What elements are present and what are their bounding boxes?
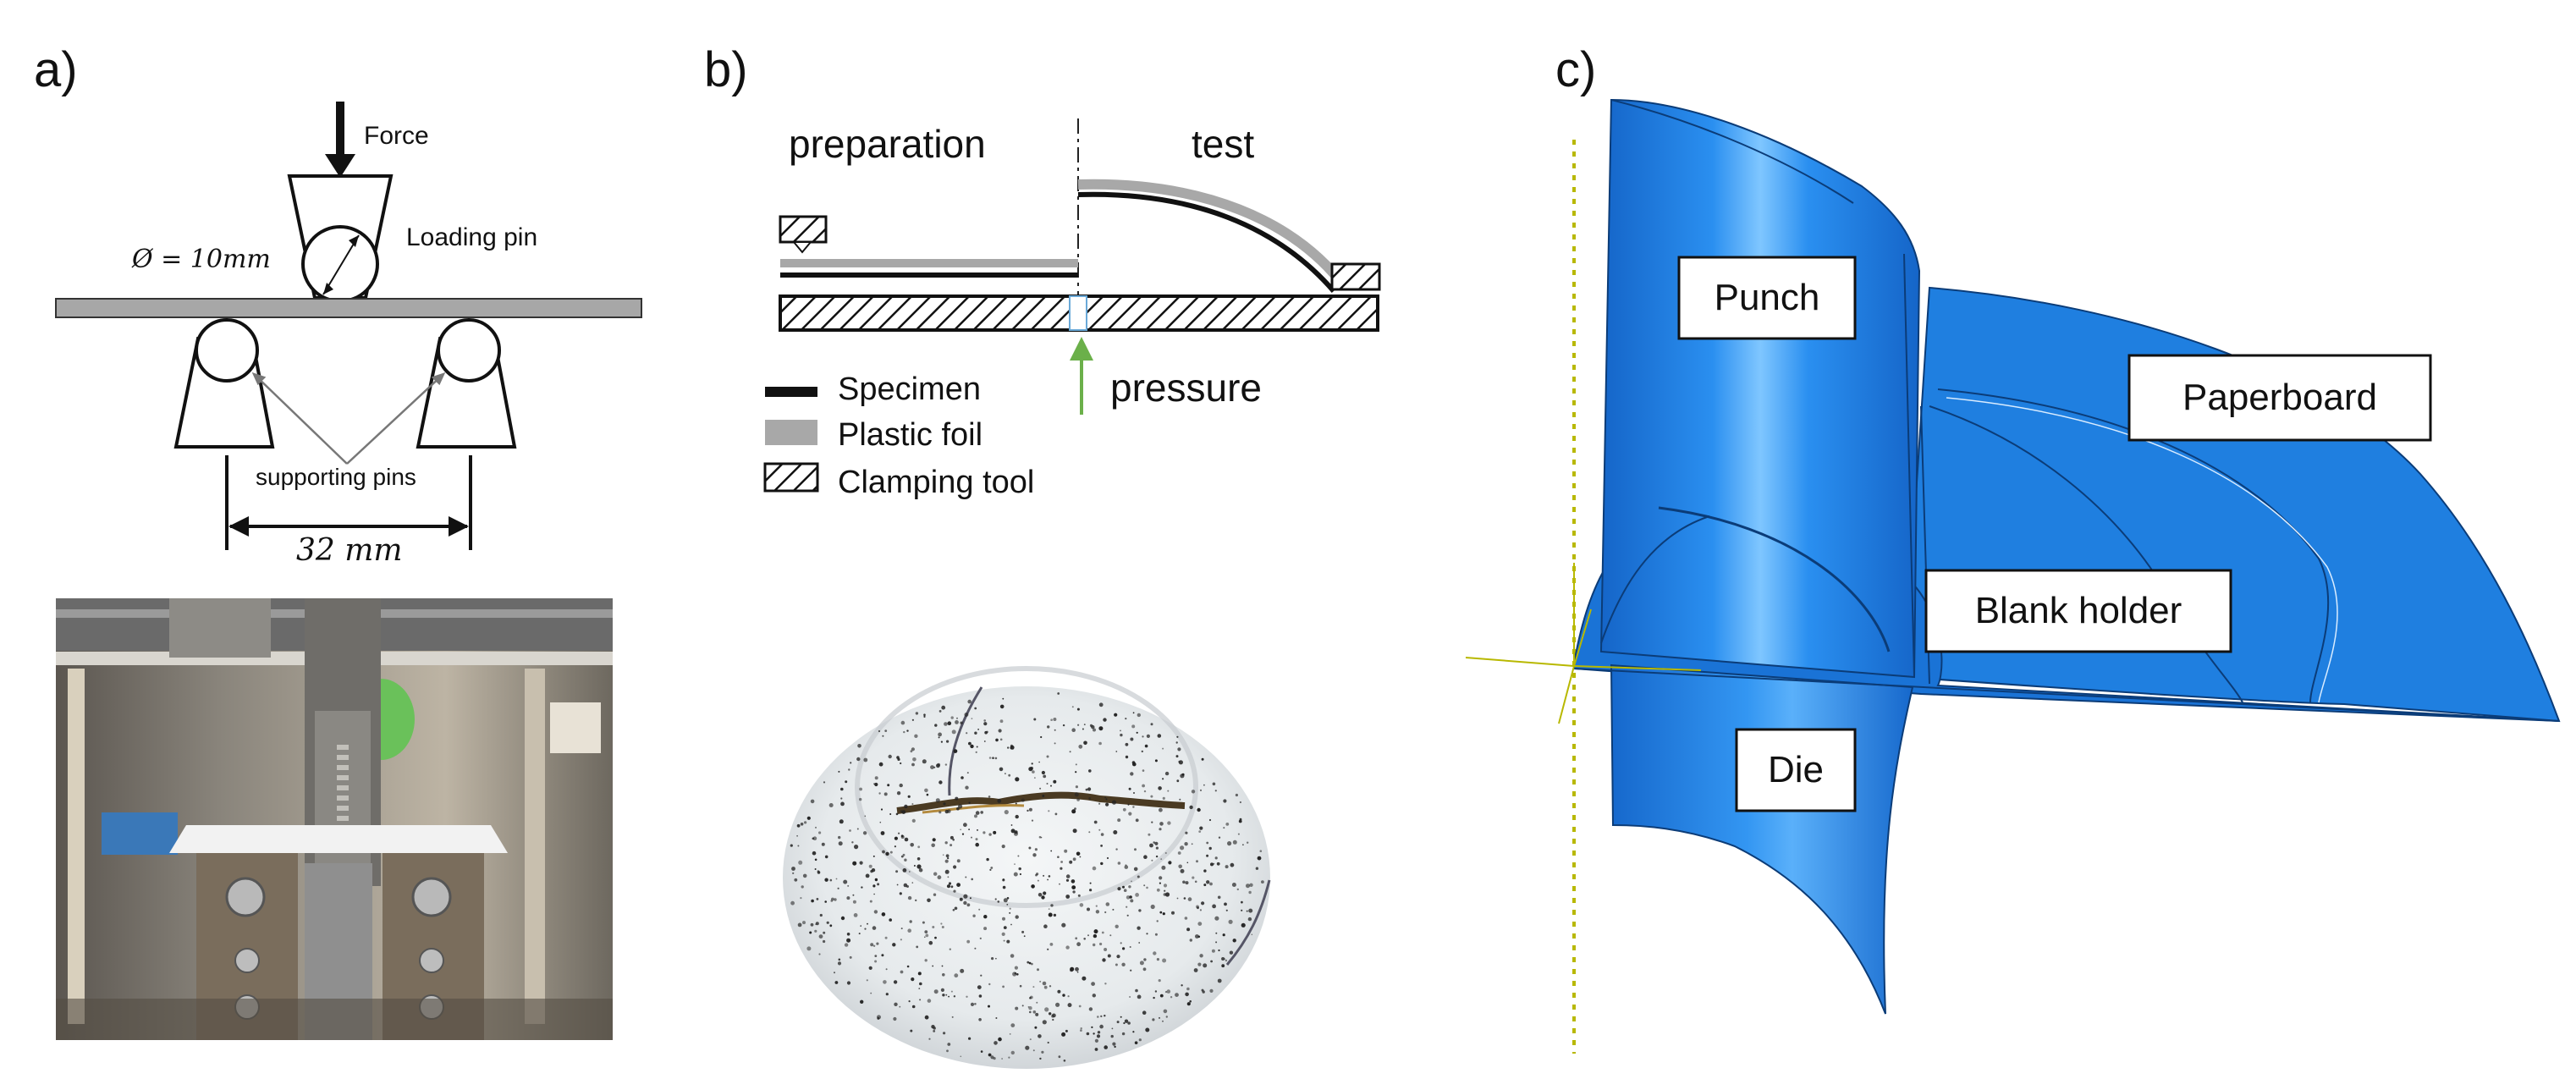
pressure-hole [1069, 295, 1087, 331]
punch-label: Punch [1715, 277, 1820, 318]
blank-holder-label: Blank holder [1975, 590, 2182, 631]
test-label: test [1192, 122, 1254, 166]
supporting-pin-right [416, 318, 517, 449]
legend-swatch-clamping-tool [763, 462, 819, 493]
span-label: 32 mm [296, 533, 403, 568]
pressure-label: pressure [1110, 366, 1262, 410]
panel-c-letter: c) [1555, 42, 1596, 97]
die-label-box: Die [1735, 728, 1857, 812]
paperboard-part [1902, 286, 2561, 723]
legend-specimen: Specimen [838, 372, 981, 407]
paperboard-label-box: Paperboard [2127, 354, 2432, 442]
plastic-foil-prep [780, 259, 1078, 267]
coordinate-triad [1465, 563, 1702, 724]
supporting-pins-pointers [251, 372, 446, 465]
punch-label-box: Punch [1677, 256, 1857, 340]
plastic-foil-test [1077, 179, 1350, 291]
panel-c: c) Punch [1465, 42, 2561, 1054]
specimen-beam [55, 298, 642, 318]
speckle-pattern [790, 692, 1264, 1062]
loading-pin [287, 174, 394, 303]
force-label: Force [364, 122, 429, 150]
die-part [1610, 663, 1914, 1015]
loading-pin-label: Loading pin [406, 223, 537, 251]
upper-clamp-test [1330, 262, 1381, 291]
panel-b: b) preparation test pressure Specimen Pl… [704, 42, 1381, 1069]
supporting-pin-left [173, 318, 275, 449]
burst-specimen-photo [783, 666, 1271, 1069]
diameter-label: Ø = 10mm [131, 245, 271, 274]
panel-b-letter: b) [704, 42, 748, 97]
specimen-prep [780, 273, 1078, 278]
punch-part [1599, 98, 1921, 679]
upper-clamp-prep [779, 215, 828, 244]
paperboard-label: Paperboard [2182, 377, 2377, 418]
legend-swatch-plastic-foil [765, 420, 817, 445]
blank-holder-label-box: Blank holder [1924, 569, 2232, 653]
panel-a: a) Force Loading pin Ø = 10mm [34, 42, 642, 1040]
supporting-pins-label: supporting pins [256, 464, 416, 490]
legend: Specimen Plastic foil Clamping tool [763, 372, 1034, 500]
legend-clamping-tool: Clamping tool [838, 465, 1034, 500]
legend-plastic-foil: Plastic foil [838, 417, 983, 453]
die-label: Die [1768, 749, 1824, 790]
force-arrow [325, 102, 355, 178]
panel-a-letter: a) [34, 42, 78, 97]
bending-test-photo [56, 598, 613, 1040]
legend-swatch-specimen [765, 387, 817, 397]
pressure-arrow [1070, 337, 1093, 415]
preparation-label: preparation [789, 122, 986, 166]
specimen-test [1077, 191, 1336, 293]
span-dimension [225, 455, 472, 550]
